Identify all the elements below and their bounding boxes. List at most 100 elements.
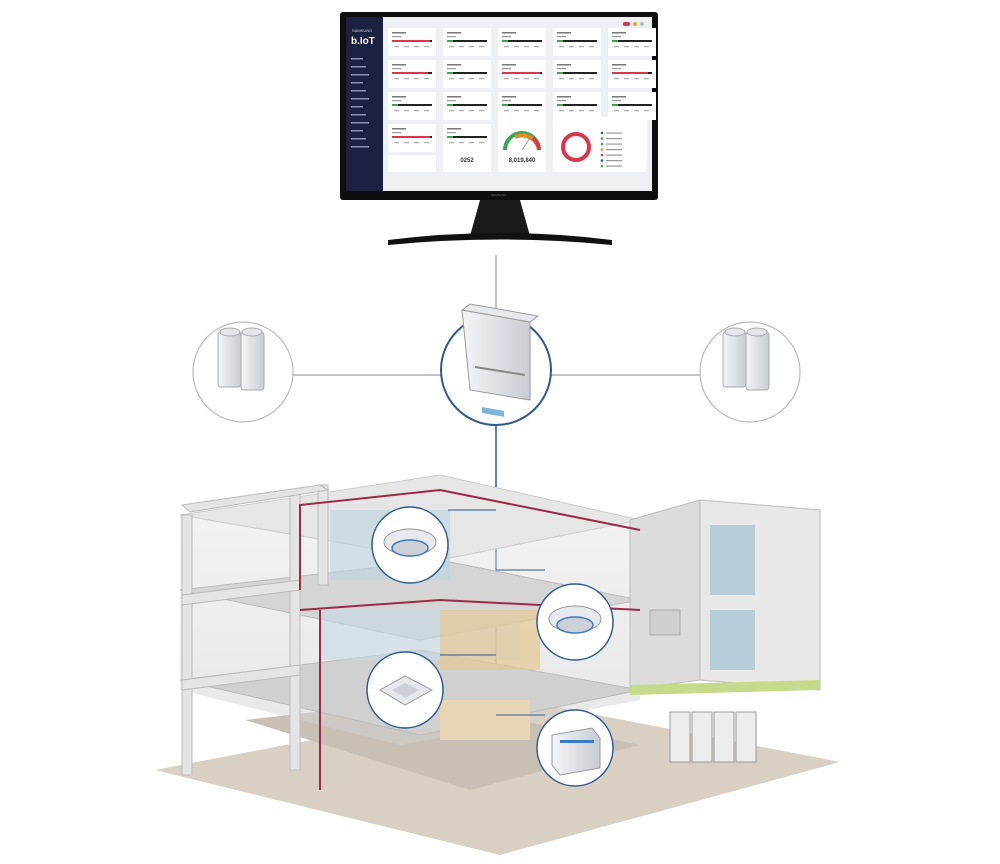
legend-label <box>606 132 622 134</box>
alert-badge-icon[interactable] <box>623 22 630 26</box>
usage-bar-fill <box>612 104 618 106</box>
usage-bar <box>392 104 432 106</box>
zone-card[interactable] <box>608 92 656 120</box>
usage-bar-fill <box>502 104 508 106</box>
sidebar-nav-item[interactable] <box>351 122 369 124</box>
usage-bar-fill <box>612 40 618 42</box>
device-donut-chart <box>561 132 591 162</box>
usage-bar-fill <box>447 104 453 106</box>
notification-icon[interactable] <box>633 22 637 26</box>
usage-bar-fill <box>447 40 453 42</box>
monitor-stand-base <box>388 233 612 245</box>
usage-bar-fill <box>557 104 563 106</box>
user-icon[interactable] <box>640 22 644 26</box>
zone-card[interactable] <box>553 60 601 88</box>
usage-bar <box>447 72 487 74</box>
zone-card[interactable] <box>388 124 436 152</box>
sidebar-nav-item[interactable] <box>351 138 366 140</box>
usage-bar <box>557 40 597 42</box>
legend-label <box>606 165 622 167</box>
meeting-room-wall <box>440 610 540 670</box>
ceiling-cassette-1 <box>371 506 449 584</box>
usage-bar <box>447 104 487 106</box>
sidebar-nav-item[interactable] <box>351 106 363 108</box>
usage-bar <box>447 40 487 42</box>
legend-marker <box>600 142 604 146</box>
sidebar-nav-item[interactable] <box>351 98 369 100</box>
sidebar-nav-item[interactable] <box>351 66 366 68</box>
device-status-card <box>553 117 647 172</box>
legend-marker <box>600 164 604 168</box>
usage-bar <box>612 104 652 106</box>
donut-legend <box>600 131 622 168</box>
status-card <box>388 155 436 172</box>
usage-bar-fill <box>392 72 428 74</box>
indoor-unit-callouts <box>366 506 614 787</box>
usage-bar <box>557 104 597 106</box>
legend-label <box>606 149 622 151</box>
usage-bar-fill <box>392 40 430 42</box>
zone-card[interactable] <box>498 60 546 88</box>
legend-label <box>606 138 622 140</box>
sidebar-nav-item[interactable] <box>351 58 363 60</box>
zone-card[interactable] <box>388 92 436 120</box>
usage-bar <box>612 40 652 42</box>
zone-card[interactable] <box>443 60 491 88</box>
count-value: 0252 <box>460 158 474 164</box>
sidebar-nav-item[interactable] <box>351 74 369 76</box>
sidebar-nav <box>351 58 369 148</box>
bezel-logo: SAMSUNG <box>491 193 507 197</box>
sensor-left <box>192 321 294 423</box>
zone-card[interactable] <box>388 28 436 56</box>
usage-bar-fill <box>392 104 398 106</box>
zone-card[interactable] <box>553 92 601 120</box>
app-logo: b.IoT <box>351 36 375 47</box>
outdoor-units <box>669 711 757 763</box>
sidebar-nav-item[interactable] <box>351 90 366 92</box>
usage-bar-fill <box>502 72 540 74</box>
zone-card[interactable] <box>553 28 601 56</box>
usage-bar-fill <box>447 72 453 74</box>
gateway-device-icon <box>461 309 531 401</box>
usage-bar-fill <box>612 72 648 74</box>
sidebar-nav-item[interactable] <box>351 82 363 84</box>
sidebar-nav-item[interactable] <box>351 130 363 132</box>
zone-card[interactable] <box>608 28 656 56</box>
brand-small-label: SAMSUNG <box>352 28 372 33</box>
usage-bar-fill <box>557 72 563 74</box>
zone-card[interactable] <box>498 28 546 56</box>
legend-label <box>606 143 622 145</box>
ceiling-cassette-2 <box>536 583 614 661</box>
sensor-device-icon <box>722 331 747 388</box>
monitor-neck <box>470 200 530 236</box>
zone-card[interactable] <box>443 124 491 152</box>
legend-marker <box>600 137 604 140</box>
legend-marker <box>600 148 604 151</box>
dashboard-cards <box>388 28 656 152</box>
sidebar-nav-item[interactable] <box>351 146 369 148</box>
floor-unit-icon <box>551 727 601 776</box>
zone-card[interactable] <box>388 60 436 88</box>
zone-card[interactable] <box>443 28 491 56</box>
usage-bar <box>557 72 597 74</box>
usage-bar <box>502 104 542 106</box>
monitor: SAMSUNG SAMSUNG b.IoT 0252 8,019,840 <box>340 12 658 245</box>
legend-label <box>606 160 622 162</box>
legend-marker <box>600 131 604 135</box>
legend-marker <box>600 159 604 162</box>
zone-card[interactable] <box>443 92 491 120</box>
gauge-needle <box>521 137 531 151</box>
usage-bar <box>447 136 487 138</box>
legend-label <box>606 154 622 156</box>
four-way-cassette <box>366 651 444 729</box>
sidebar-nav-item[interactable] <box>351 114 366 116</box>
zone-card[interactable] <box>498 92 546 120</box>
legend-marker <box>600 153 604 157</box>
dashboard-sidebar <box>346 17 383 191</box>
zone-card[interactable] <box>608 60 656 88</box>
gateway-hub <box>440 303 552 426</box>
usage-bar-fill <box>447 136 453 138</box>
sensor-device-icon <box>217 331 242 388</box>
